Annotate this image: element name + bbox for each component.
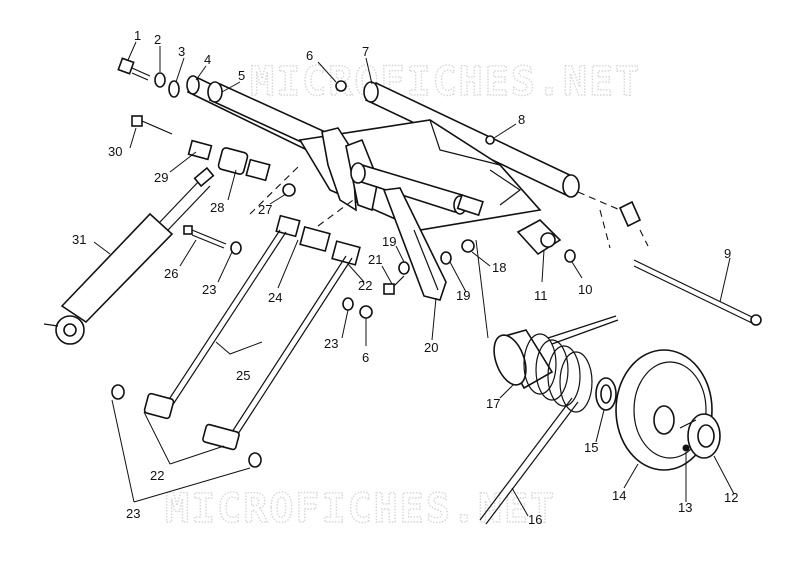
bolt-26	[183, 225, 227, 249]
callout-25: 25	[236, 368, 250, 383]
bolt-30	[131, 115, 173, 135]
callout-29: 29	[154, 170, 168, 185]
washer-19-a	[398, 261, 410, 275]
shock-absorber-31	[43, 166, 215, 345]
callout-21: 21	[368, 252, 382, 267]
washer-23-mid	[342, 297, 354, 311]
washer-10	[564, 249, 576, 263]
callout-16: 16	[528, 512, 542, 527]
nut-6-top	[335, 80, 347, 92]
callout-2: 2	[154, 32, 161, 47]
washer-23-left	[230, 241, 242, 255]
callout-11: 11	[534, 288, 548, 303]
washer-23-right	[248, 452, 262, 468]
washer-3	[168, 80, 180, 98]
plate-11	[516, 219, 562, 256]
callout-6-top: 6	[306, 48, 313, 63]
callout-13: 13	[678, 500, 692, 515]
bushing-22-lower-right	[202, 423, 240, 451]
callout-18: 18	[492, 260, 506, 275]
callout-15: 15	[584, 440, 598, 455]
right-bracket	[577, 191, 642, 228]
callout-8: 8	[518, 112, 525, 127]
callout-30: 30	[108, 144, 122, 159]
torsion-spring-17	[493, 315, 619, 413]
bracket-20	[382, 187, 447, 301]
callout-19-left: 19	[382, 234, 396, 249]
callout-19-right: 19	[456, 288, 470, 303]
watermark-top: MICROFICHES.NET	[250, 59, 641, 105]
leader-lines	[93, 41, 735, 517]
upper-axle	[363, 81, 580, 198]
nut-8	[485, 135, 495, 145]
callout-22-mid: 22	[358, 278, 372, 293]
link-rod-left	[165, 229, 287, 407]
nut-6-lower	[359, 305, 373, 319]
callout-23-mid: 23	[324, 336, 338, 351]
callout-31: 31	[72, 232, 86, 247]
callout-10: 10	[578, 282, 592, 297]
nut-18	[461, 239, 475, 253]
callout-14: 14	[612, 488, 626, 503]
bushing-28	[217, 147, 271, 182]
callout-12: 12	[724, 490, 738, 505]
bolt-21	[383, 275, 405, 295]
washer-2	[154, 72, 166, 88]
watermark-bottom: MICROFICHES.NET	[165, 486, 556, 532]
rear-axle-tube	[350, 162, 484, 217]
washer-15	[595, 377, 617, 411]
bolt-1	[117, 57, 151, 81]
link-rod-right	[231, 255, 353, 435]
bushing-29	[187, 139, 213, 161]
callout-labels: 1 2 3 4 5 6 7 8 30 29 28 27 31 26 23 24 …	[72, 28, 738, 527]
lead-25	[215, 341, 263, 355]
callout-28: 28	[210, 200, 224, 215]
nut-27	[282, 183, 296, 197]
callout-9: 9	[724, 246, 731, 261]
callout-22-lower: 22	[150, 468, 164, 483]
callout-3: 3	[178, 44, 185, 59]
hub-12	[679, 413, 721, 459]
callout-4: 4	[204, 52, 211, 67]
callout-26: 26	[164, 266, 178, 281]
callout-23-lower: 23	[126, 506, 140, 521]
washer-23-lower	[111, 384, 125, 400]
callout-1: 1	[134, 28, 141, 43]
callout-27: 27	[258, 202, 272, 217]
callout-17: 17	[486, 396, 500, 411]
callout-5: 5	[238, 68, 245, 83]
callout-6-lower: 6	[362, 350, 369, 365]
callout-23-left: 23	[202, 282, 216, 297]
spring-arm-16	[479, 397, 579, 525]
bushing-24	[275, 214, 361, 266]
washer-19-b	[440, 251, 452, 265]
callout-20: 20	[424, 340, 438, 355]
long-bolt-9	[633, 259, 762, 326]
bushing-22-lower-left	[143, 392, 175, 420]
callout-7: 7	[362, 44, 369, 59]
callout-24: 24	[268, 290, 282, 305]
